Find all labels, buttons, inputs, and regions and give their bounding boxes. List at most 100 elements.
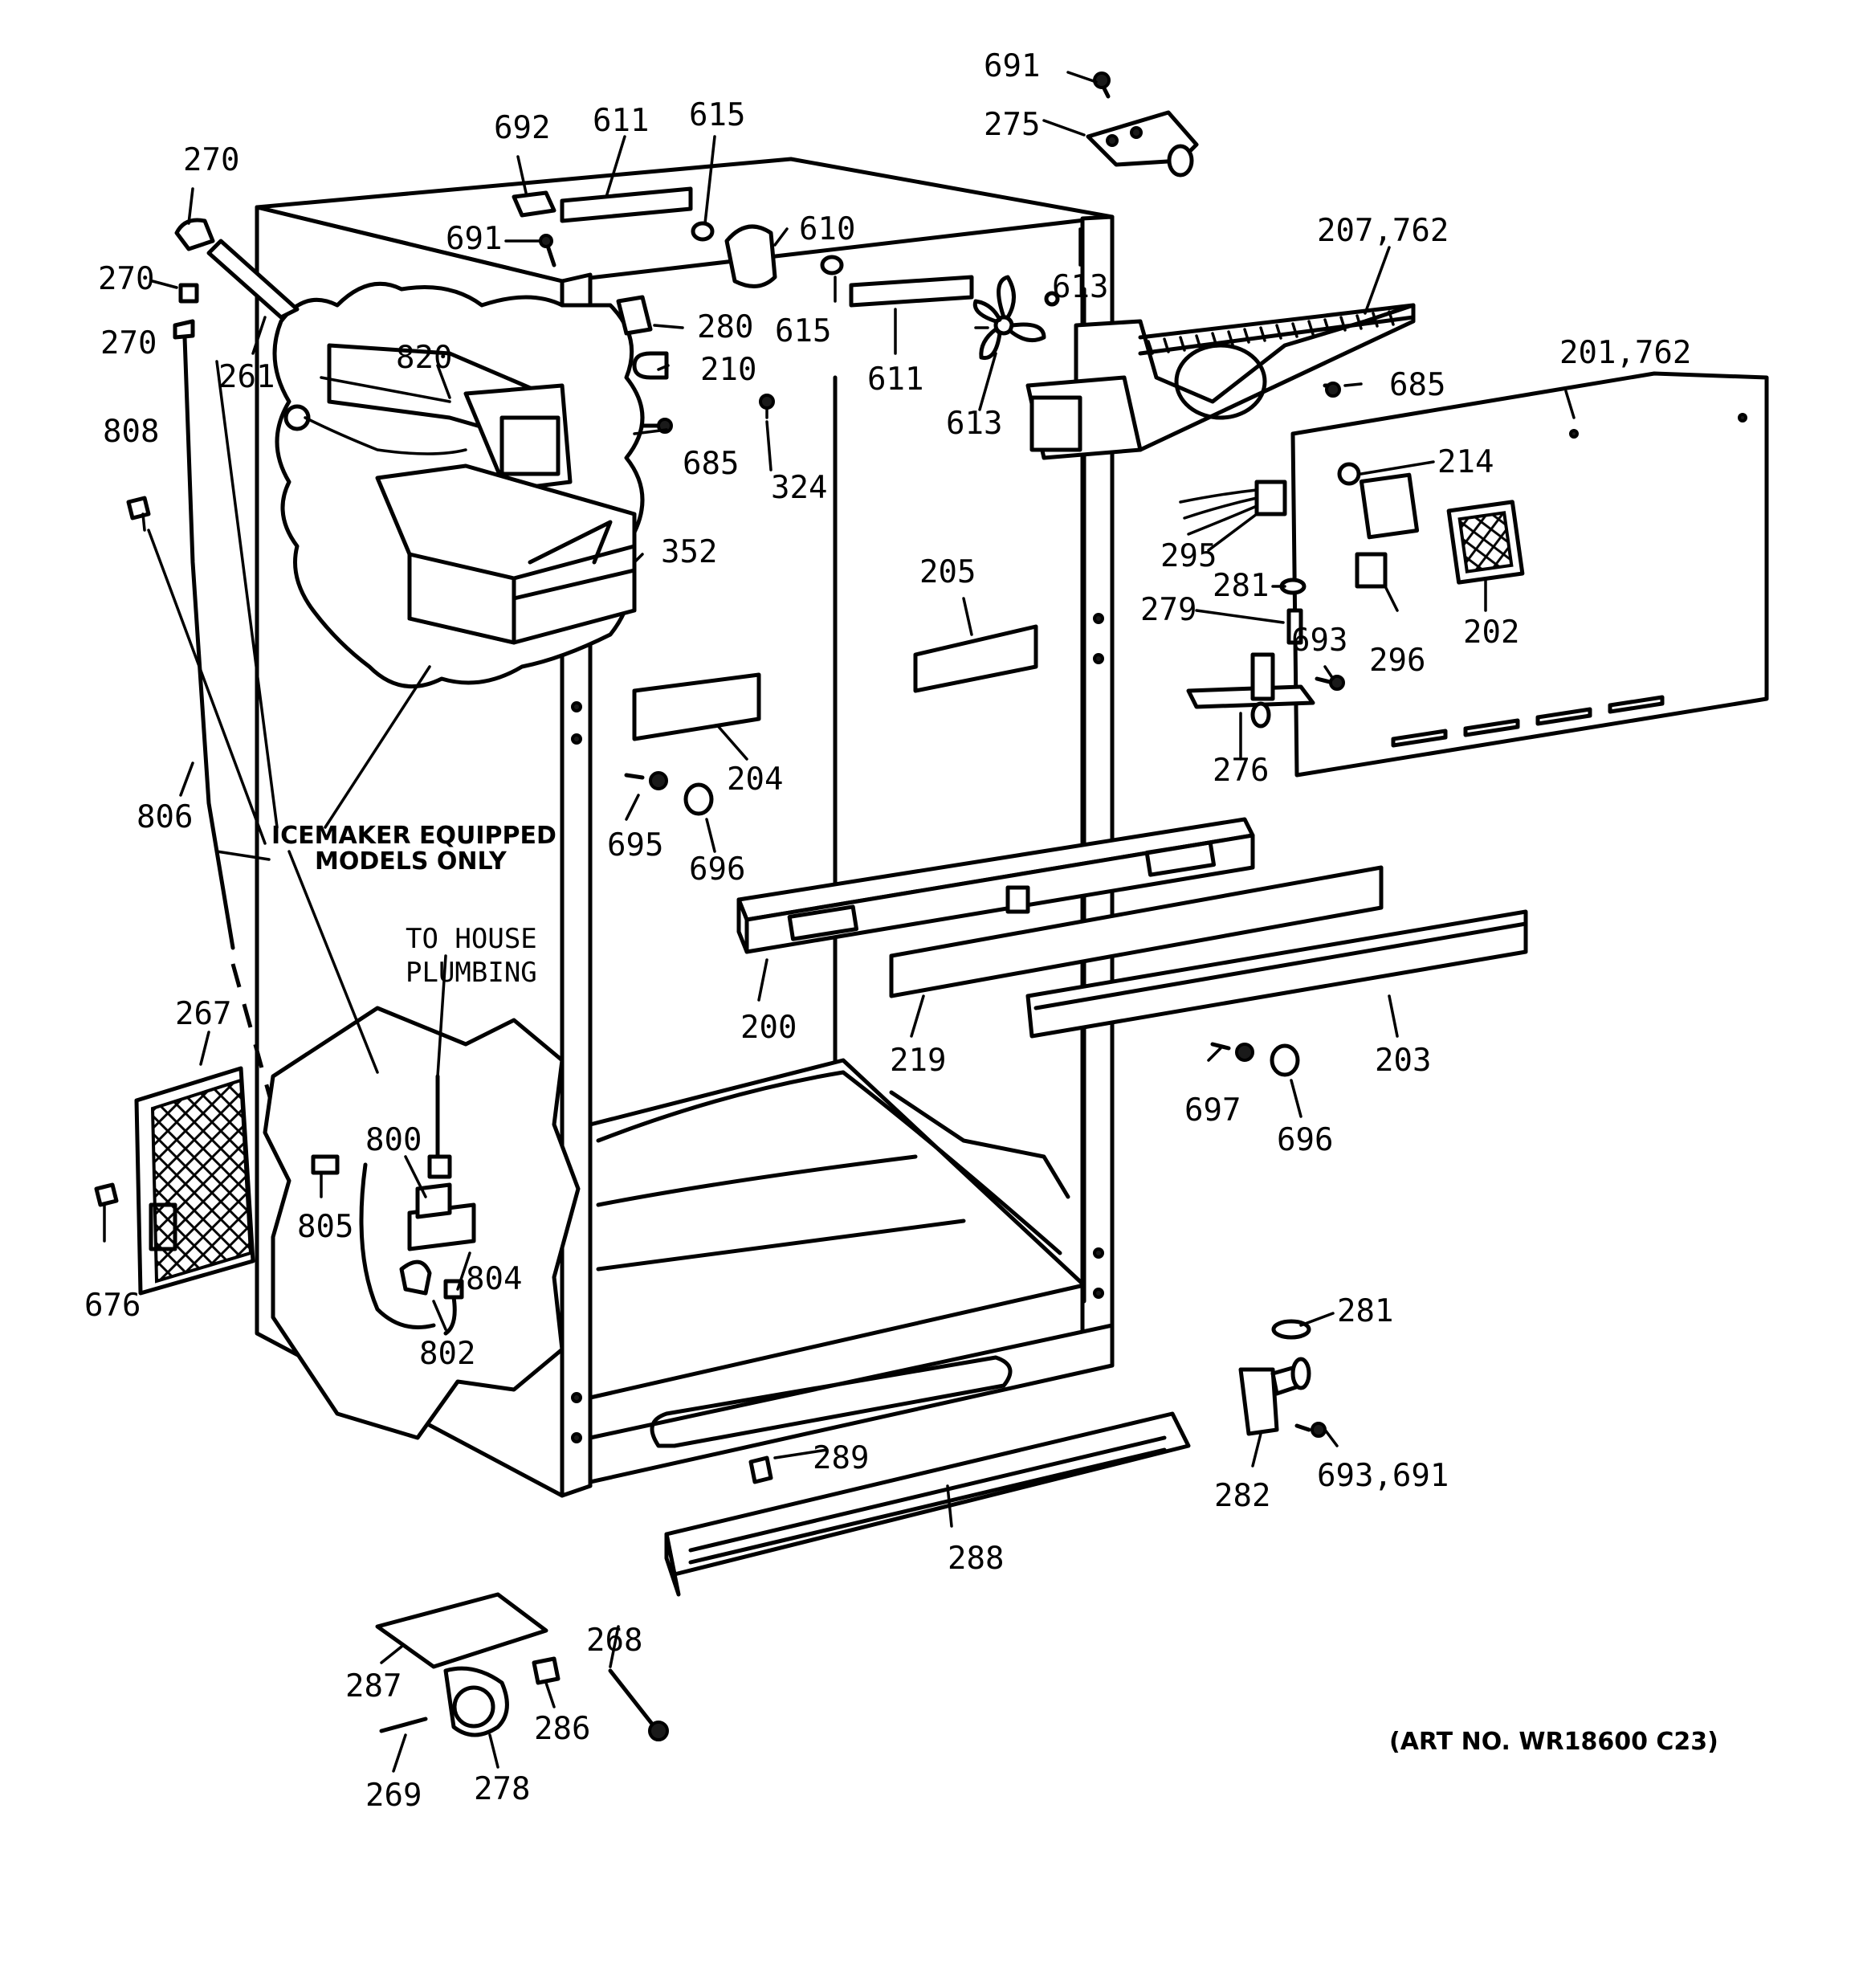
rollers-and-leveling	[375, 1592, 669, 1741]
label-691: 691	[984, 48, 1040, 84]
screw-695	[624, 773, 645, 780]
screw-268	[608, 1668, 657, 1729]
label-280: 280	[697, 309, 753, 345]
label-696: 696	[689, 851, 745, 888]
label-676: 676	[84, 1288, 141, 1324]
label-611: 611	[867, 361, 923, 398]
label-685: 685	[683, 446, 739, 482]
bracket-611-left	[560, 186, 693, 223]
screw-697	[1210, 1042, 1231, 1051]
mullion-200	[736, 817, 1255, 954]
icemaker-assembly-820	[283, 343, 573, 492]
label-200: 200	[740, 1010, 797, 1046]
fan-blade-613	[972, 275, 1046, 361]
label-696: 696	[1277, 1122, 1333, 1158]
grommet-615-right	[820, 255, 844, 276]
plumbing-note-line1: TO HOUSE	[406, 923, 537, 955]
control-housing-207	[1025, 303, 1416, 460]
bracket-287	[375, 1592, 548, 1669]
grommet-615-top	[691, 221, 715, 242]
rail-219	[889, 865, 1384, 998]
label-278: 278	[474, 1771, 530, 1807]
cap-696-lower	[1270, 1043, 1300, 1077]
label-261: 261	[218, 359, 275, 395]
rail-203	[1025, 909, 1528, 1039]
water-line-806	[182, 335, 235, 950]
bracket-204	[632, 672, 761, 741]
clamp-805	[311, 1154, 340, 1175]
floor-contour-3	[596, 1219, 966, 1272]
label-219: 219	[890, 1043, 946, 1079]
label-281: 281	[1213, 568, 1269, 604]
art-number: (ART NO. WR18600 C23)	[1389, 1728, 1718, 1756]
clip-270	[173, 319, 195, 340]
label-800: 800	[365, 1122, 422, 1158]
floor-ridge	[889, 1090, 1070, 1199]
clip-613	[1044, 291, 1060, 307]
label-295: 295	[1160, 538, 1217, 574]
label-270: 270	[183, 142, 239, 178]
label-268: 268	[586, 1623, 642, 1659]
screw-693-691	[1294, 1423, 1311, 1432]
label-202: 202	[1463, 614, 1519, 651]
top-deck-parts	[512, 186, 1060, 434]
label-279: 279	[1140, 592, 1196, 628]
base-slot	[650, 1355, 1013, 1448]
label-282: 282	[1214, 1478, 1270, 1514]
icemaker-note-line1: ICEMAKER EQUIPPED	[271, 822, 556, 850]
label-610: 610	[799, 211, 855, 247]
screw-685-right	[1325, 382, 1341, 398]
label-691: 691	[446, 221, 502, 257]
label-270: 270	[98, 261, 154, 297]
label-685: 685	[1389, 367, 1445, 403]
tube-280	[616, 295, 653, 336]
label-287: 287	[345, 1668, 402, 1704]
light-bulb-210	[632, 351, 669, 380]
label-276: 276	[1213, 753, 1269, 789]
label-802: 802	[419, 1336, 475, 1372]
label-697: 697	[1184, 1092, 1241, 1129]
label-205: 205	[919, 554, 976, 590]
label-207-762: 207,762	[1317, 213, 1449, 249]
floor-contour-2	[596, 1154, 918, 1207]
icemaker-note-line2: MODELS ONLY	[315, 847, 508, 876]
pin-269	[379, 1717, 428, 1733]
grille-288	[664, 1411, 1191, 1597]
label-352: 352	[661, 534, 717, 570]
label-269: 269	[365, 1778, 422, 1814]
label-820: 820	[396, 340, 452, 376]
screw-324	[759, 394, 775, 410]
bottom-hinge-282	[1238, 1319, 1327, 1438]
label-275: 275	[984, 107, 1040, 143]
water-valve-800	[311, 1074, 476, 1336]
notes: ICEMAKER EQUIPPED MODELS ONLY TO HOUSE P…	[271, 822, 1718, 1756]
floor-contour-1	[596, 1070, 1062, 1255]
label-267: 267	[175, 996, 231, 1032]
label-289: 289	[813, 1440, 869, 1476]
screw-676	[94, 1182, 119, 1207]
label-214: 214	[1437, 444, 1494, 480]
cabinet-floor	[588, 1058, 1086, 1400]
label-324: 324	[771, 470, 827, 506]
center-hinge-276	[1186, 652, 1315, 729]
leader-lines	[103, 71, 1576, 1773]
label-288: 288	[948, 1541, 1004, 1577]
part-286	[532, 1656, 561, 1685]
label-615: 615	[689, 97, 745, 133]
screw-692	[512, 190, 556, 218]
label-611: 611	[593, 103, 649, 139]
label-615: 615	[775, 313, 831, 349]
part-296	[1355, 552, 1388, 589]
bracket-611-right	[849, 275, 974, 308]
vents-panel	[1391, 695, 1665, 748]
grommet-214	[1337, 462, 1361, 486]
label-806: 806	[137, 799, 193, 835]
plumbing-note-line2: PLUMBING	[406, 957, 537, 989]
label-693: 693	[1291, 623, 1347, 659]
ribbed-edge	[1147, 310, 1395, 355]
cap-696	[683, 782, 714, 816]
fan-motor-610	[724, 224, 777, 288]
cabinet-base-rail	[588, 1323, 1115, 1484]
